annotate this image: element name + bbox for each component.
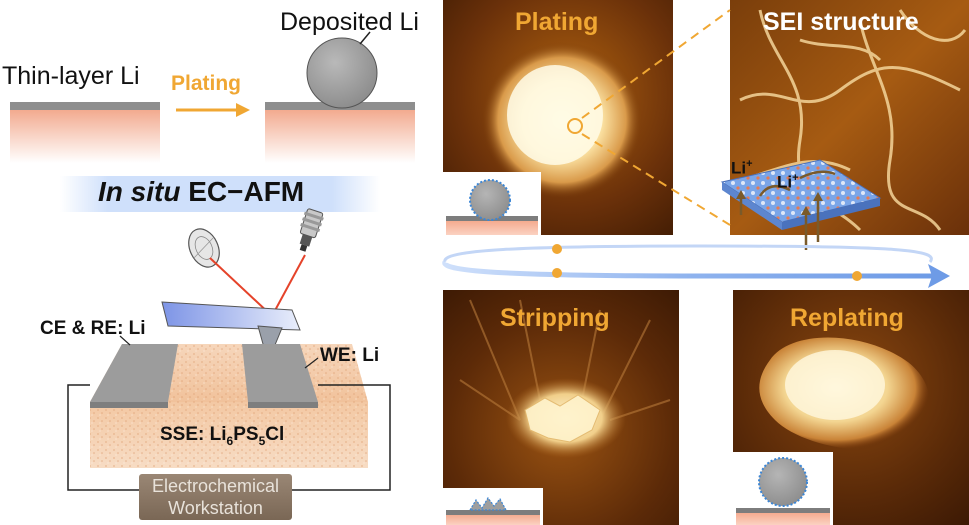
thin-layer-li bbox=[10, 102, 160, 110]
laser-beam-in bbox=[271, 254, 306, 317]
deposited-li-sphere bbox=[306, 37, 378, 109]
plating-title: Plating bbox=[515, 8, 599, 36]
workstation-line2: Workstation bbox=[168, 498, 263, 518]
sse-suffix: Cl bbox=[265, 424, 285, 445]
sei-title: SEI structure bbox=[763, 8, 919, 36]
ce-re-label: CE & RE: Li bbox=[40, 318, 146, 339]
stripping-flakes bbox=[524, 394, 601, 443]
replating-title: Replating bbox=[790, 304, 904, 332]
flow-dot-replating bbox=[852, 271, 862, 281]
sei-fibers bbox=[739, 9, 967, 232]
circuit-wire bbox=[67, 384, 139, 491]
ce-re-electrode bbox=[90, 344, 178, 402]
we-electrode-edge bbox=[248, 402, 318, 408]
flow-dot-stripping bbox=[552, 268, 562, 278]
li-ion-plus-2: + bbox=[792, 172, 799, 184]
we-leader bbox=[304, 357, 319, 369]
flow-arrow-head bbox=[928, 264, 950, 288]
sse-mid: PS bbox=[233, 424, 259, 445]
li-ion-label-1: Li+ bbox=[731, 158, 753, 179]
plating-arrow-head bbox=[236, 103, 250, 117]
ec-afm-title: In situ EC−AFM bbox=[98, 176, 304, 208]
ec-afm-bar bbox=[60, 176, 380, 212]
li-ion-plus-1: + bbox=[746, 158, 753, 170]
li-ion-arrows bbox=[736, 170, 836, 250]
laser-source-icon bbox=[299, 208, 324, 252]
ec-afm-rest: EC−AFM bbox=[188, 176, 305, 207]
laser-beam-out bbox=[209, 257, 273, 317]
plating-zoom-circle bbox=[567, 118, 583, 134]
we-label: WE: Li bbox=[320, 345, 380, 366]
ec-afm-italic: In situ bbox=[98, 176, 181, 207]
sse-prefix: SSE: Li bbox=[160, 424, 227, 445]
cantilever bbox=[161, 301, 301, 331]
workstation-box bbox=[139, 474, 292, 520]
deposited-leader bbox=[359, 31, 371, 45]
deposited-label: Deposited Li bbox=[280, 8, 419, 36]
li-ion-text-1: Li bbox=[731, 158, 747, 178]
plating-blob-core bbox=[507, 65, 603, 165]
deposited-substrate bbox=[265, 108, 415, 163]
sse-label: SSE: Li6PS5Cl bbox=[160, 424, 284, 448]
schematic-svg bbox=[10, 31, 415, 520]
replating-core bbox=[785, 350, 885, 420]
thin-layer-label: Thin-layer Li bbox=[2, 62, 140, 90]
inset-replating bbox=[733, 452, 833, 525]
thin-layer-substrate bbox=[10, 108, 160, 163]
stripping-title: Stripping bbox=[500, 304, 610, 332]
sse-front-speckle bbox=[90, 402, 368, 468]
ce-re-leader bbox=[119, 335, 131, 346]
flow-dot-plating bbox=[552, 244, 562, 254]
photodiode-icon bbox=[188, 228, 220, 268]
sse-sub2: 5 bbox=[258, 433, 266, 448]
flow-arrow-body bbox=[442, 260, 932, 279]
zoom-line-top bbox=[581, 9, 731, 119]
flow-arrow-back bbox=[443, 244, 933, 263]
circuit-wire-right bbox=[292, 384, 391, 491]
plating-arrow-label: Plating bbox=[171, 72, 242, 95]
inset-plating bbox=[443, 172, 541, 235]
inset-stripping bbox=[443, 488, 543, 525]
ce-re-electrode-edge bbox=[90, 402, 168, 408]
workstation-line1: Electrochemical bbox=[151, 476, 280, 496]
li-ion-label-2: Li+ bbox=[777, 172, 799, 193]
sse-sub1: 6 bbox=[226, 433, 234, 448]
we-electrode bbox=[242, 344, 318, 402]
li-ion-text-2: Li bbox=[777, 172, 793, 192]
afm-panels-svg bbox=[442, 0, 969, 525]
